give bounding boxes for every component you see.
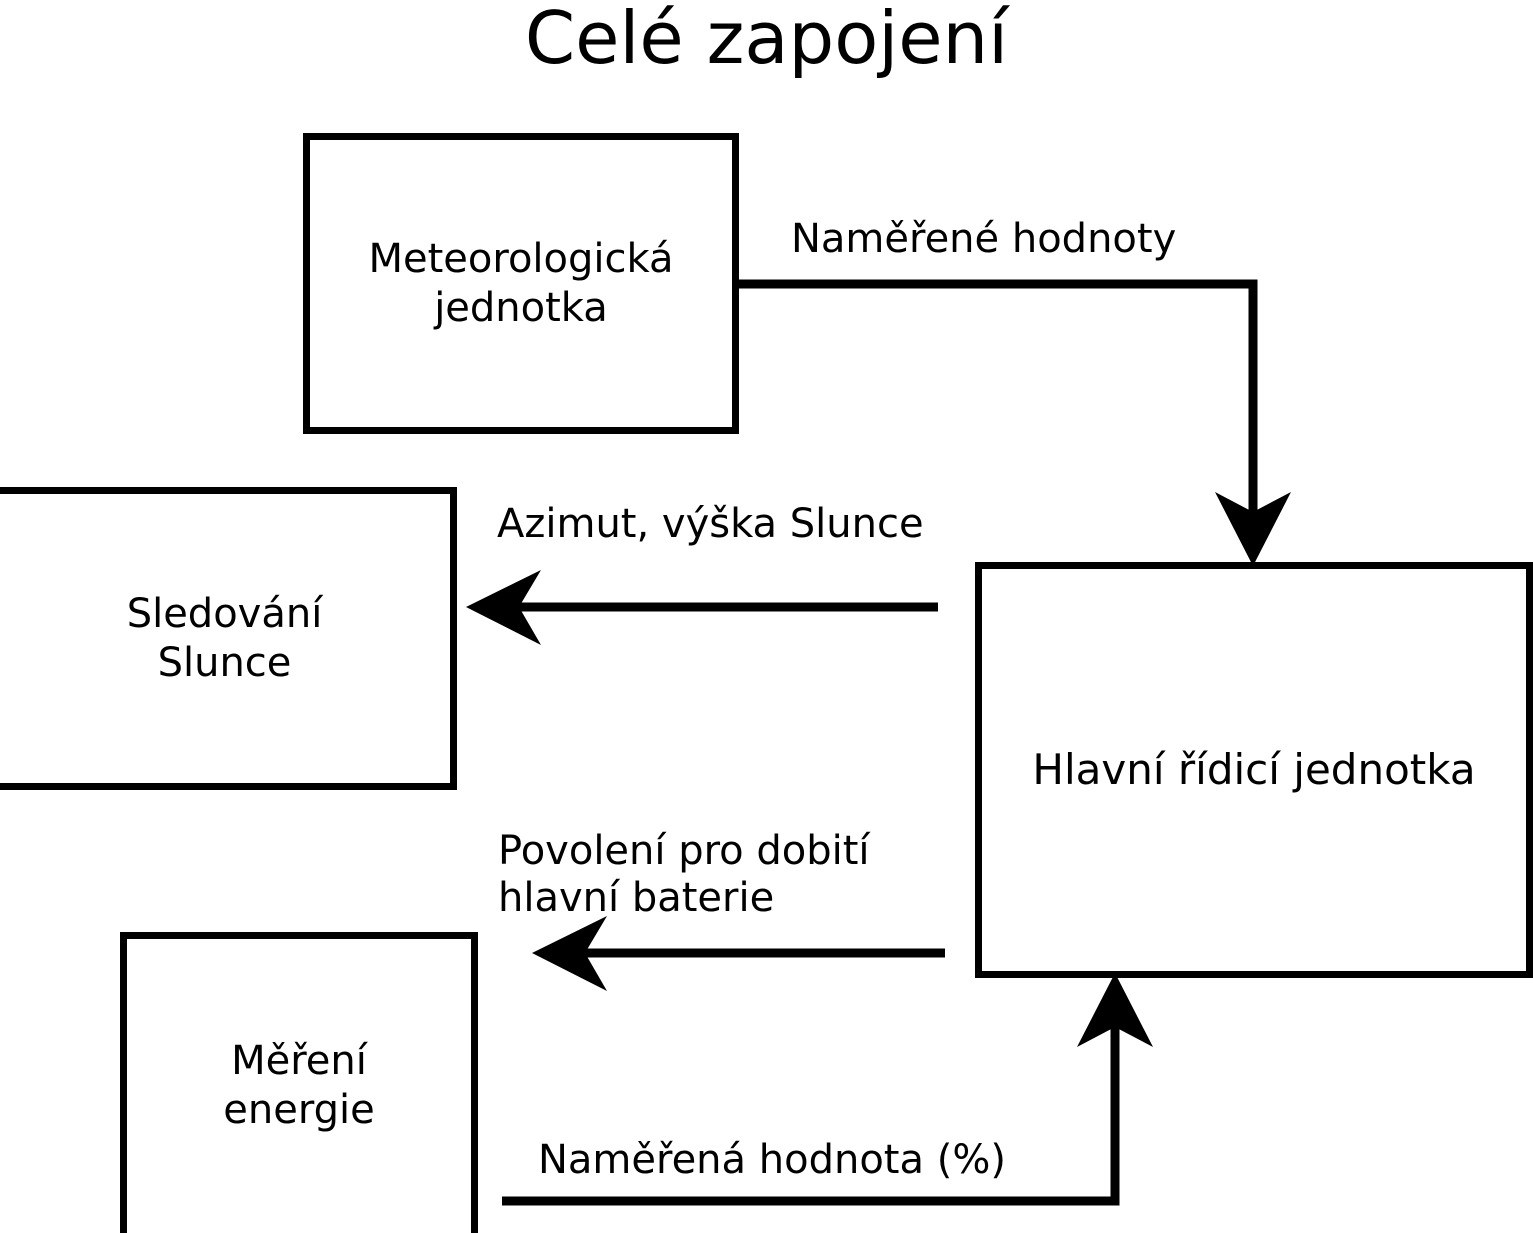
edge-label-azimuth: Azimut, výška Slunce bbox=[497, 501, 924, 547]
edge-permission bbox=[532, 916, 945, 991]
node-sun-tracking[interactable]: Sledování Slunce bbox=[0, 487, 457, 790]
node-label-main-control-unit: Hlavní řídicí jednotka bbox=[1032, 745, 1476, 795]
node-label-energy-measurement: Měření energie bbox=[223, 1038, 375, 1133]
edge-label-permission: Povolení pro dobití hlavní baterie bbox=[498, 828, 870, 922]
edge-azimuth bbox=[466, 570, 938, 645]
node-label-meteorological-unit: Meteorologická jednotka bbox=[368, 235, 674, 331]
node-energy-measurement[interactable]: Měření energie bbox=[120, 932, 478, 1233]
node-label-sun-tracking: Sledování Slunce bbox=[126, 590, 323, 686]
edge-label-measured-percentage: Naměřená hodnota (%) bbox=[538, 1137, 1006, 1183]
node-main-control-unit[interactable]: Hlavní řídicí jednotka bbox=[975, 562, 1533, 978]
edge-label-measured-values: Naměřené hodnoty bbox=[791, 216, 1177, 262]
page-title: Celé zapojení bbox=[524, 0, 1009, 80]
node-meteorological-unit[interactable]: Meteorologická jednotka bbox=[303, 133, 739, 434]
